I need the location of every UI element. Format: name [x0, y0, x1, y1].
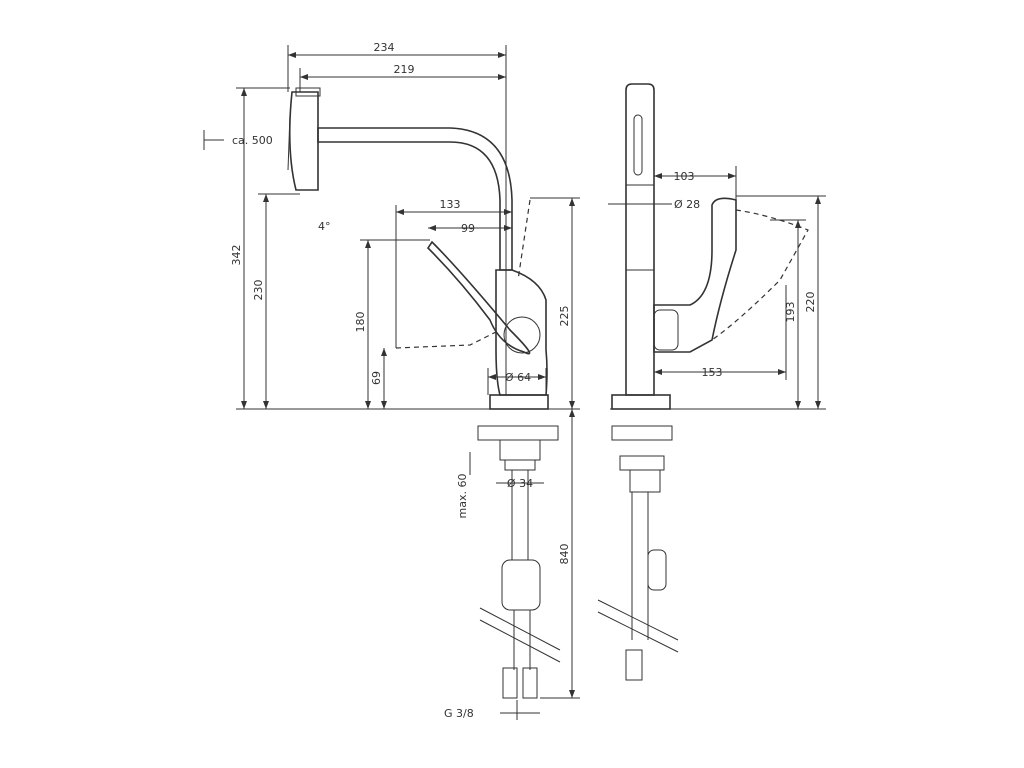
front-mount-plate — [611, 425, 673, 441]
dim-840: 840 — [558, 544, 571, 565]
spout-body — [317, 127, 513, 271]
dim-193: 193 — [784, 302, 797, 323]
lower-hoses — [513, 610, 531, 670]
dim-225: 225 — [558, 306, 571, 327]
mounting-plate — [477, 425, 559, 441]
break-lines-right — [597, 599, 679, 653]
dim-dia-34: Ø 34 — [507, 477, 533, 490]
front-nut — [629, 469, 661, 493]
front-spray-slot — [633, 114, 643, 176]
spray-head-button — [287, 114, 291, 171]
dim-133: 133 — [440, 198, 461, 211]
dim-342: 342 — [230, 245, 243, 266]
break-lines-left — [479, 607, 561, 663]
dimension-labels: 234 219 ca. 500 342 230 133 99 4° 180 69… — [230, 41, 817, 720]
dimension-arrows — [241, 52, 821, 698]
lever-alt-up — [517, 199, 531, 281]
thermo-cartridge — [501, 559, 541, 611]
front-cartridge — [647, 549, 667, 591]
dim-dia-28: Ø 28 — [674, 198, 700, 211]
dim-234: 234 — [374, 41, 395, 54]
front-handle-alt — [711, 209, 809, 341]
hose-connector-right — [522, 667, 538, 699]
dim-153: 153 — [702, 366, 723, 379]
hose-connector-left — [502, 667, 518, 699]
dim-230: 230 — [252, 280, 265, 301]
dim-ca-500: ca. 500 — [232, 134, 273, 147]
mounting-nut — [499, 439, 541, 461]
dim-219: 219 — [394, 63, 415, 76]
faucet-base — [489, 394, 549, 410]
dim-dia-64: Ø 64 — [505, 371, 531, 384]
supply-hoses — [511, 470, 529, 560]
lever-handle — [426, 240, 531, 355]
front-handle — [653, 197, 737, 353]
front-column — [625, 83, 655, 396]
handle-hub — [653, 309, 679, 351]
dim-220: 220 — [804, 292, 817, 313]
spray-head-top — [295, 87, 321, 97]
front-base — [611, 394, 671, 410]
lever-pivot — [503, 316, 541, 354]
side-view — [287, 87, 561, 699]
dim-180: 180 — [354, 312, 367, 333]
front-view — [597, 83, 809, 681]
dim-103: 103 — [674, 170, 695, 183]
dim-g-3-8: G 3/8 — [444, 707, 474, 720]
dim-max-60: max. 60 — [456, 474, 469, 519]
front-thread — [619, 455, 665, 471]
thread-block — [504, 459, 536, 471]
lever-alt-down — [395, 329, 501, 349]
spray-head — [288, 91, 319, 191]
dimension-lines — [203, 45, 826, 720]
dim-4-deg: 4° — [318, 220, 331, 233]
faucet-column — [495, 269, 548, 396]
dim-99: 99 — [461, 222, 475, 235]
dim-69: 69 — [370, 371, 383, 385]
front-connector — [625, 649, 643, 681]
